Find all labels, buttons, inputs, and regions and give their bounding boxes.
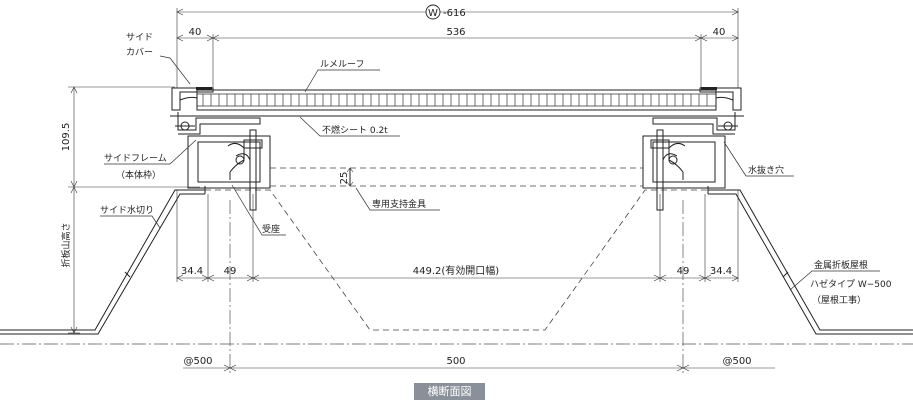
- label-side-flashing: サイド水切り: [100, 204, 154, 216]
- height-dimensions: 109.5 折板山高さ: [60, 86, 200, 334]
- dim-side-right: 40: [713, 27, 726, 38]
- extension-lines: [176, 190, 739, 374]
- label-metal-roof-3: （屋根工事）: [812, 294, 866, 306]
- roof-panel: [170, 87, 744, 117]
- callouts: サイド カバー ルメルーフ 不燃シート 0.2t サイドフレーム （本体枠） サ…: [100, 32, 892, 306]
- label-metal-roof-1: 金属折板屋根: [814, 259, 868, 271]
- label-lumeroof: ルメルーフ: [320, 60, 364, 70]
- label-side-cover-2: カバー: [126, 47, 153, 58]
- width-symbol-circle: [425, 4, 441, 20]
- dim-34-4-right: 34.4: [710, 266, 732, 277]
- dim-25: 25: [339, 172, 350, 185]
- bottom-dimensions: 34.4 49 449.2(有効開口幅) 49 34.4 @500 500 @5…: [176, 264, 775, 372]
- label-side-frame: サイドフレーム: [104, 153, 167, 164]
- dim-side-left: 40: [189, 27, 202, 38]
- label-side-frame-sub: （本体枠）: [116, 169, 161, 181]
- width-symbol: W: [428, 8, 438, 19]
- label-sheet: 不燃シート 0.2t: [322, 124, 388, 136]
- dim-pitch-right: @500: [722, 356, 751, 367]
- dim-34-4-left: 34.4: [181, 266, 203, 277]
- section-caption: 横断面図: [414, 383, 485, 400]
- dim-pitch-center: 500: [446, 356, 465, 367]
- dim-height-109-5: 109.5: [61, 123, 72, 152]
- side-frame-left: [175, 112, 271, 211]
- side-frame-right: [642, 112, 738, 211]
- dim-49-left: 49: [224, 266, 237, 277]
- dim-center-536: 536: [446, 27, 465, 38]
- folded-roof: [0, 189, 913, 345]
- label-metal-roof-2: ハゼタイプ W−500: [810, 278, 892, 290]
- label-drain-hole: 水抜き穴: [748, 164, 784, 176]
- overall-width-label: -616: [443, 8, 466, 19]
- label-side-cover-1: サイド: [126, 32, 153, 43]
- top-dimensions: W -616 40 536 40: [176, 4, 739, 88]
- panel-ribs: [202, 94, 708, 106]
- fold-height-label: 折板山高さ: [60, 222, 72, 267]
- support-bracket: 25: [270, 167, 643, 187]
- label-seat: 受座: [262, 223, 280, 235]
- dim-pitch-left: @500: [183, 356, 212, 367]
- dim-effective-opening: 449.2(有効開口幅): [413, 264, 500, 277]
- label-bracket: 専用支持金具: [372, 198, 426, 210]
- dim-49-right: 49: [677, 266, 690, 277]
